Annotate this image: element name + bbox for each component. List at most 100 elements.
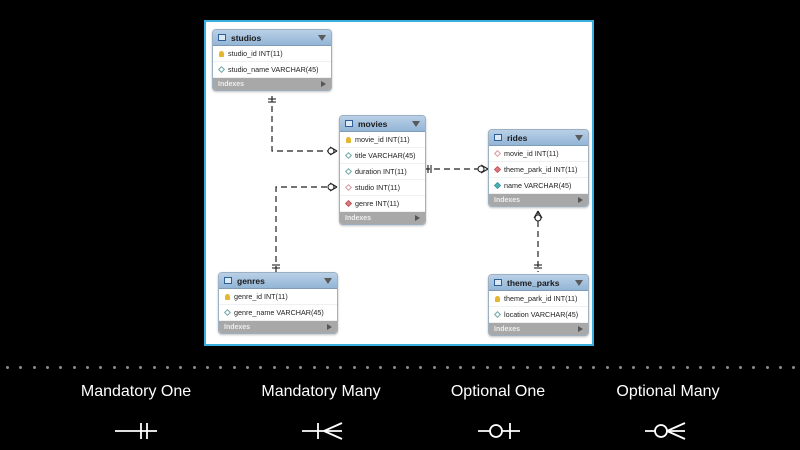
- separator-dot: [765, 366, 769, 369]
- separator-dot: [779, 366, 783, 369]
- table-header[interactable]: studios: [213, 30, 331, 46]
- separator-dot: [272, 366, 276, 369]
- column-row[interactable]: location VARCHAR(45): [489, 307, 588, 323]
- column-row[interactable]: genre INT(11): [340, 196, 425, 212]
- separator-dot: [632, 366, 636, 369]
- column-diamond-icon: [344, 151, 353, 160]
- indexes-bar[interactable]: Indexes: [213, 78, 331, 90]
- separator-dot: [365, 366, 369, 369]
- table-icon: [218, 34, 226, 41]
- separator-dot: [499, 366, 503, 369]
- separator-dot: [6, 366, 9, 369]
- separator-dot: [59, 366, 63, 369]
- separator-dot: [459, 366, 463, 369]
- expand-arrow-icon[interactable]: [321, 81, 326, 87]
- table-title: genres: [237, 275, 265, 286]
- column-row[interactable]: title VARCHAR(45): [340, 148, 425, 164]
- table-header[interactable]: movies: [340, 116, 425, 132]
- table-genres[interactable]: genres genre_id INT(11) genre_name VARCH…: [218, 272, 338, 334]
- separator-dot: [485, 366, 489, 369]
- column-diamond-icon: [493, 181, 502, 190]
- table-header[interactable]: genres: [219, 273, 337, 289]
- separator-dot: [325, 366, 329, 369]
- table-header[interactable]: theme_parks: [489, 275, 588, 291]
- expand-arrow-icon[interactable]: [327, 324, 332, 330]
- indexes-bar[interactable]: Indexes: [489, 194, 588, 206]
- primary-key-icon: [495, 295, 500, 302]
- column-row[interactable]: genre_id INT(11): [219, 289, 337, 305]
- separator-dot: [392, 366, 396, 369]
- legend-label-optional-many: Optional Many: [616, 383, 720, 400]
- separator-dot: [45, 366, 49, 369]
- column-diamond-icon: [223, 308, 232, 317]
- collapse-arrow-icon[interactable]: [412, 120, 420, 127]
- separator-dot: [419, 366, 423, 369]
- column-row[interactable]: theme_park_id INT(11): [489, 291, 588, 307]
- primary-key-icon: [346, 136, 351, 143]
- foreign-key-diamond-icon: [493, 165, 502, 174]
- expand-arrow-icon[interactable]: [415, 215, 420, 221]
- column-row[interactable]: movie_id INT(11): [340, 132, 425, 148]
- primary-key-icon: [225, 293, 230, 300]
- separator-dot: [299, 366, 303, 369]
- separator-dot: [712, 366, 716, 369]
- collapse-arrow-icon[interactable]: [575, 134, 583, 141]
- collapse-arrow-icon[interactable]: [324, 277, 332, 284]
- table-rides[interactable]: rides movie_id INT(11) theme_park_id INT…: [488, 129, 589, 207]
- foreign-key-diamond-icon: [493, 149, 502, 158]
- primary-key-icon: [219, 50, 224, 57]
- column-row[interactable]: studio_id INT(11): [213, 46, 331, 62]
- column-row[interactable]: name VARCHAR(45): [489, 178, 588, 194]
- separator-dot: [659, 366, 663, 369]
- separator-dot: [619, 366, 623, 369]
- optional-many-symbol-icon: [645, 422, 686, 440]
- table-title: rides: [507, 132, 528, 143]
- separator-dot: [592, 366, 596, 369]
- table-icon: [494, 279, 502, 286]
- foreign-key-diamond-icon: [344, 199, 353, 208]
- separator-dot: [525, 366, 529, 369]
- column-row[interactable]: duration INT(11): [340, 164, 425, 180]
- separator-dot: [165, 366, 169, 369]
- expand-arrow-icon[interactable]: [578, 326, 583, 332]
- foreign-key-diamond-icon: [344, 183, 353, 192]
- table-movies[interactable]: movies movie_id INT(11) title VARCHAR(45…: [339, 115, 426, 225]
- column-row[interactable]: studio_name VARCHAR(45): [213, 62, 331, 78]
- separator-dot: [259, 366, 263, 369]
- indexes-bar[interactable]: Indexes: [219, 321, 337, 333]
- table-title: movies: [358, 118, 388, 129]
- expand-arrow-icon[interactable]: [578, 197, 583, 203]
- indexes-bar[interactable]: Indexes: [340, 212, 425, 224]
- separator-dot: [339, 366, 343, 369]
- column-row[interactable]: movie_id INT(11): [489, 146, 588, 162]
- separator-dot: [405, 366, 409, 369]
- table-studios[interactable]: studios studio_id INT(11) studio_name VA…: [212, 29, 332, 91]
- column-diamond-icon: [217, 65, 226, 74]
- separator-dot: [565, 366, 569, 369]
- separator-dot: [232, 366, 236, 369]
- mandatory-many-symbol-icon: [302, 422, 343, 440]
- column-row[interactable]: genre_name VARCHAR(45): [219, 305, 337, 321]
- column-diamond-icon: [493, 310, 502, 319]
- collapse-arrow-icon[interactable]: [575, 279, 583, 286]
- separator-dot: [245, 366, 249, 369]
- optional-one-symbol-icon: [478, 423, 520, 439]
- legend-label-mandatory-one: Mandatory One: [80, 383, 192, 400]
- column-row[interactable]: theme_park_id INT(11): [489, 162, 588, 178]
- separator-dot: [512, 366, 516, 369]
- column-row[interactable]: studio INT(11): [340, 180, 425, 196]
- collapse-arrow-icon[interactable]: [318, 34, 326, 41]
- separator-dot: [472, 366, 476, 369]
- separator-dot: [179, 366, 183, 369]
- separator-dot: [792, 366, 796, 369]
- table-theme-parks[interactable]: theme_parks theme_park_id INT(11) locati…: [488, 274, 589, 336]
- separator-dot: [699, 366, 703, 369]
- separator-dot: [139, 366, 143, 369]
- separator-dot: [112, 366, 116, 369]
- indexes-bar[interactable]: Indexes: [489, 323, 588, 335]
- separator-dot: [352, 366, 356, 369]
- table-header[interactable]: rides: [489, 130, 588, 146]
- separator-dot: [285, 366, 289, 369]
- legend-label-mandatory-many: Mandatory Many: [261, 383, 381, 400]
- separator-dot: [685, 366, 689, 369]
